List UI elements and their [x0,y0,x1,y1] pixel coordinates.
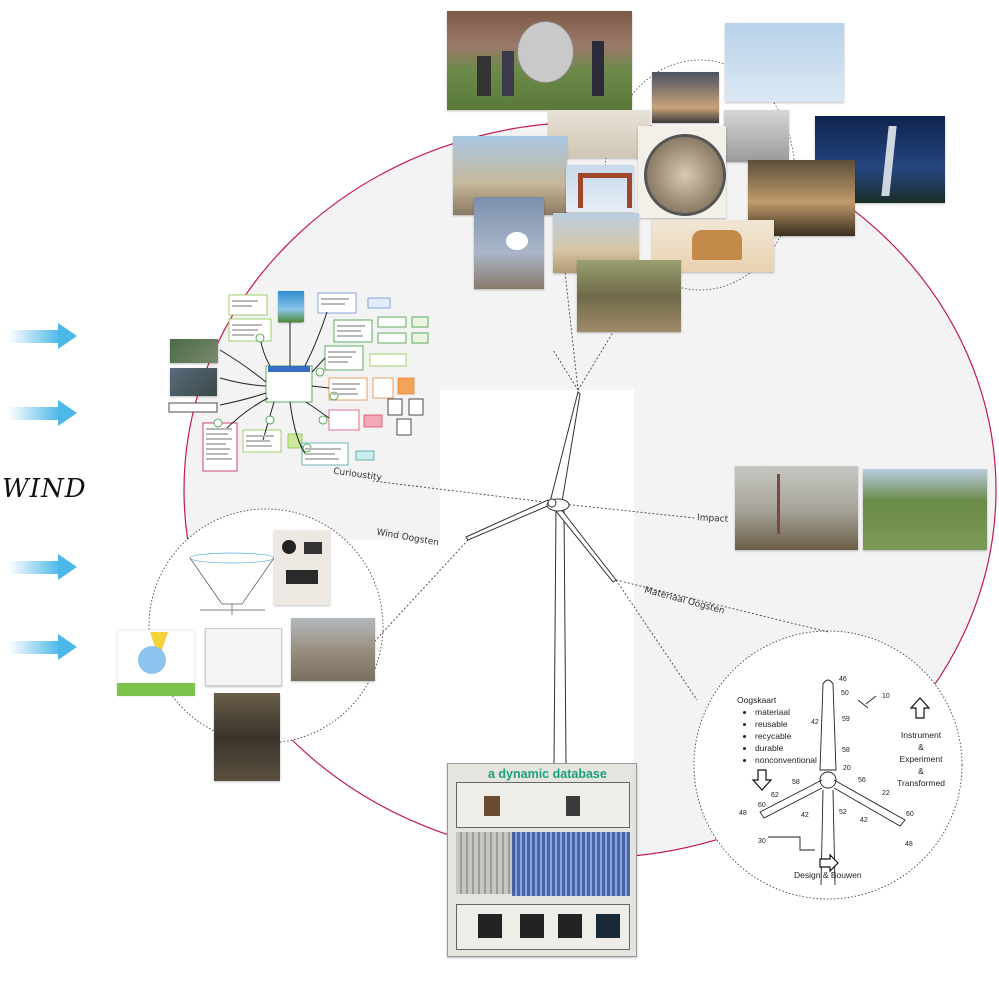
oogskaart-title: Oogskaart [737,695,777,705]
photo-aerial-1 [170,339,218,363]
oogskaart-block: Oogskaart materiaal reusable recycable d… [737,694,817,766]
photo-sunset [652,72,719,123]
blueprint-number: 59 [842,716,850,723]
oogskaart-item: durable [755,742,817,754]
blueprint-turbine [759,679,906,886]
photo-whiteboard [205,628,282,686]
oogskaart-item: nonconventional [755,754,817,766]
oogskaart-item: materiaal [755,706,817,718]
photo-wind-turbine-sky [278,291,304,322]
blueprint-number: 48 [905,841,913,848]
photo-field-group [863,469,987,550]
photo-parts [274,530,330,605]
blueprint-number: 42 [860,817,868,824]
wind-arrow-icon [8,400,77,426]
blueprint-number: 48 [739,810,747,817]
photo-tunnel [214,693,280,781]
photo-sphere-sculpture [638,126,726,218]
blueprint-number: 58 [842,747,850,754]
wind-label: WIND [2,474,87,504]
blueprint-number: 22 [882,790,890,797]
blueprint-number: 56 [858,777,866,784]
design-bouwen-label: Design & Bouwen [794,870,862,880]
photo-aerial-2 [170,368,217,396]
wind-arrows [8,323,77,660]
photo-group-antenna [447,11,632,110]
photo-field-mast [735,466,858,550]
blueprint-number: 52 [839,809,847,816]
arrow-down-icon [751,769,773,791]
blueprint-number: 62 [771,792,779,799]
oogskaart-item: reusable [755,718,817,730]
materiaal-oogsten-circle [693,630,963,900]
dynamic-database-poster [447,763,637,957]
oogskaart-list: materiaal reusable recycable durable non… [737,706,817,766]
photo-kite-sky [474,197,544,289]
photo-rocky-field [291,618,375,681]
photo-metal-sculpture [724,110,789,162]
blueprint-number: 50 [841,690,849,697]
blueprint-number: 42 [811,719,819,726]
impact-label: Impact [696,513,729,525]
blueprint-number: 46 [839,676,847,683]
wind-turbine [465,391,617,766]
photo-students-park [577,260,681,332]
instrument-block: Instrument & Experiment & Transformed [897,730,945,788]
photo-red-sculpture [566,165,634,212]
blueprint-number: 58 [792,779,800,786]
arrow-up-icon [909,697,931,719]
wind-arrow-icon [8,323,77,349]
sun-sketch [116,629,196,697]
blueprint-number: 60 [906,811,914,818]
arrow-right-icon [819,853,839,873]
wind-arrow-icon [8,634,77,660]
blueprint-number: 42 [801,812,809,819]
blueprint-number: 30 [758,838,766,845]
blueprint-number: 10 [882,693,890,700]
funnel-sketch [189,552,275,615]
oogskaart-item: recycable [755,730,817,742]
blueprint-number: 60 [758,802,766,809]
wind-arrow-icon [8,554,77,580]
photo-wooden-object [652,220,774,272]
photo-birds-sky [725,23,844,102]
blueprint-number: 20 [843,765,851,772]
dynamic-database-title: a dynamic database [488,767,607,781]
